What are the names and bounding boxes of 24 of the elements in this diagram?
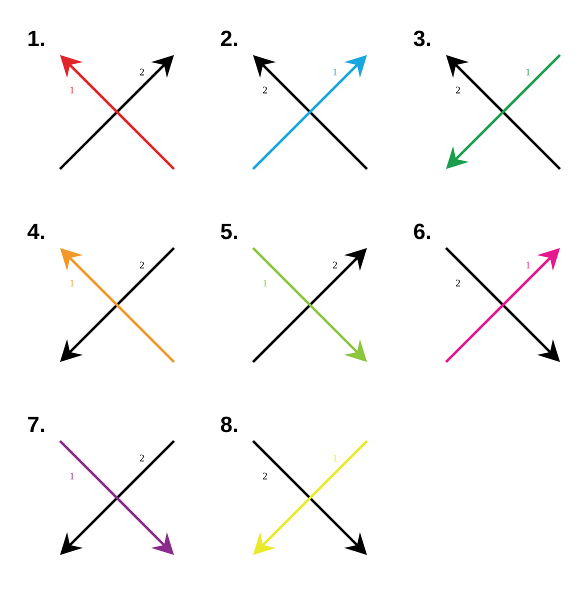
panel-number: 3. <box>414 30 430 46</box>
arrow-number: 1 <box>526 68 530 76</box>
arrow-number: 2 <box>140 454 144 462</box>
arrow-number: 1 <box>70 472 74 480</box>
arrow-number: 2 <box>262 86 267 94</box>
arrow-number: 1 <box>70 280 74 286</box>
panel-number: 8. <box>220 416 238 432</box>
arrow-number: 2 <box>140 262 144 268</box>
arrow-number: 1 <box>70 86 74 94</box>
panel-number: 2. <box>220 30 238 46</box>
arrow-number: 1 <box>263 280 267 286</box>
panel-number: 1. <box>28 30 44 46</box>
arrow-number: 1 <box>333 68 337 76</box>
arrow-number: 2 <box>456 86 460 94</box>
panel-number: 6. <box>414 224 430 240</box>
arrow-number: 2 <box>140 68 144 76</box>
arrow-number: 2 <box>262 472 267 480</box>
arrow-number: 2 <box>332 262 337 268</box>
arrow-number: 2 <box>456 280 460 286</box>
panel-number: 7. <box>28 416 44 432</box>
panel-number: 4. <box>28 224 44 239</box>
arrow-number: 1 <box>526 262 530 268</box>
panel-number: 5. <box>220 224 238 240</box>
arrow-number: 1 <box>333 454 337 462</box>
